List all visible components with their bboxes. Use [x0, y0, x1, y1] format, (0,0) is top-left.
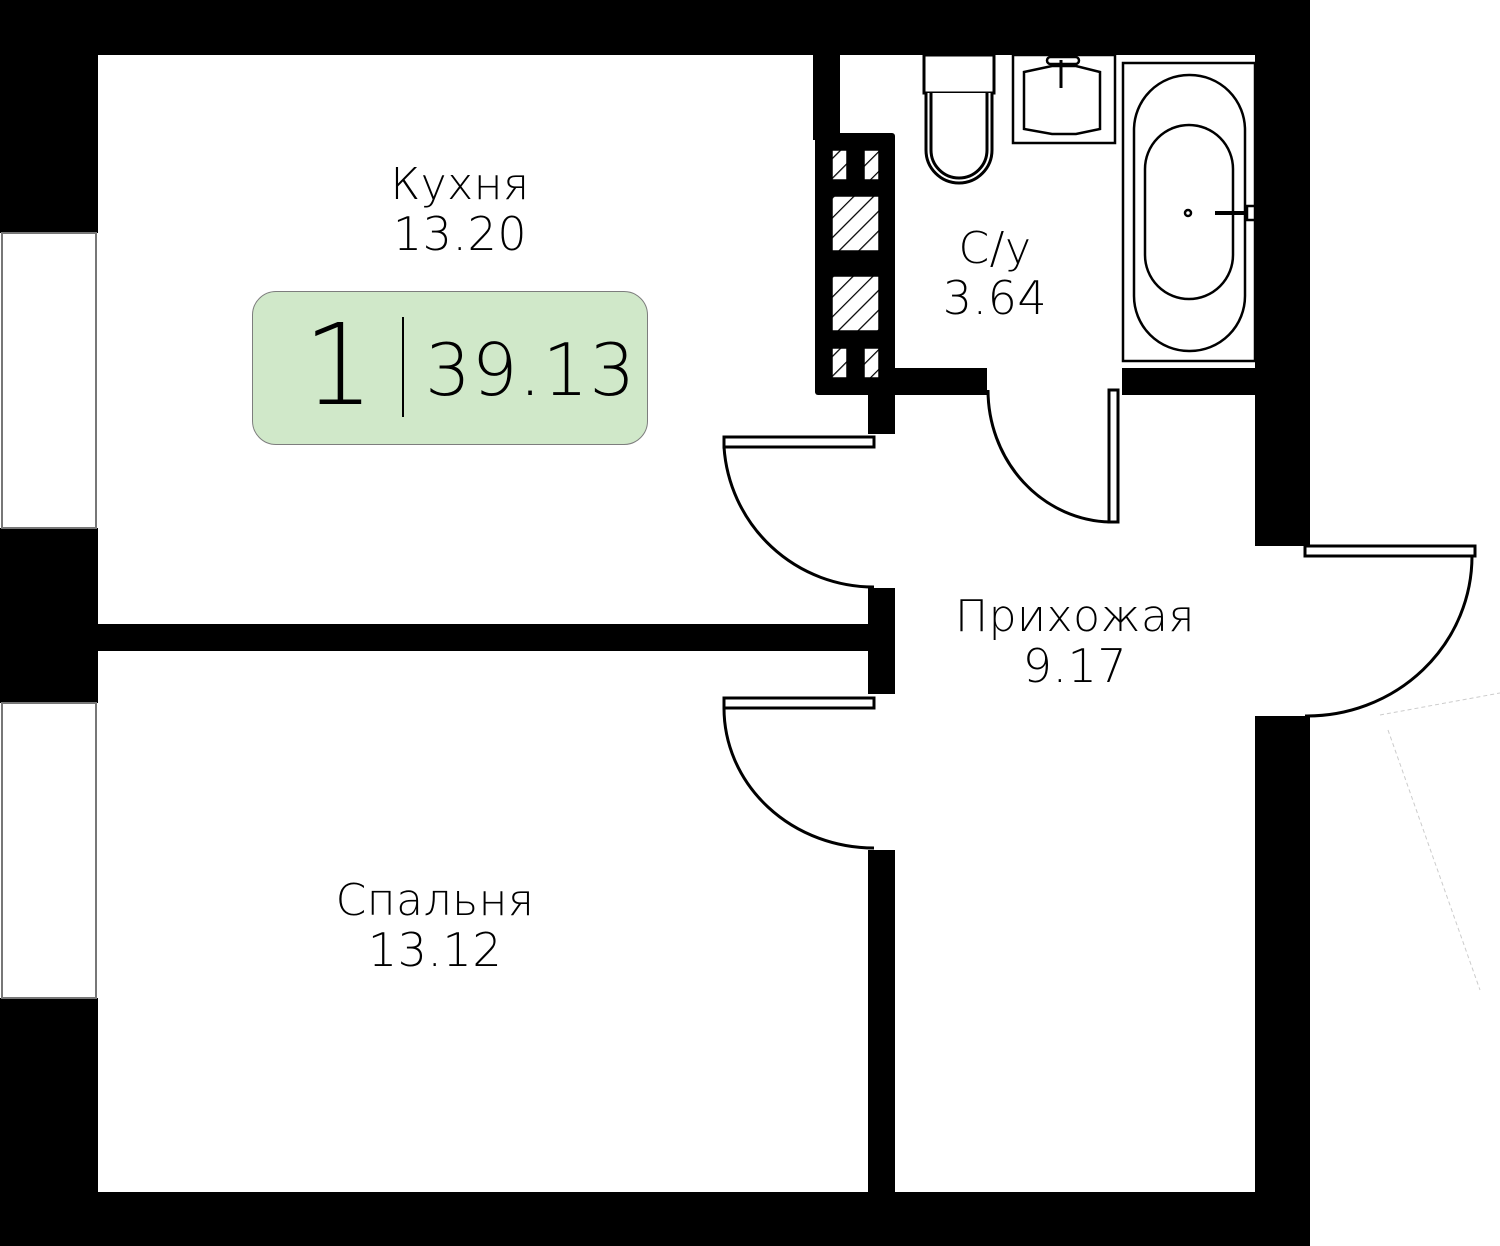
- room-area: 13.12: [367, 923, 503, 978]
- room-name: С/у: [958, 223, 1032, 274]
- toilet-icon: [922, 53, 996, 185]
- window-kitchen: [1, 232, 97, 529]
- outer-walls: [0, 0, 1310, 1246]
- room-area: 13.20: [392, 207, 528, 262]
- room-name: Спальня: [335, 875, 535, 926]
- room-label-kitchen: Кухня 13.20: [330, 160, 590, 261]
- apartment-summary-badge: 1 39.13: [252, 291, 648, 445]
- door-bedroom: [722, 696, 876, 850]
- room-name: Прихожая: [955, 591, 1195, 642]
- total-area: 39.13: [425, 328, 637, 412]
- door-bathroom: [986, 388, 1120, 524]
- room-label-bathroom: С/у 3.64: [905, 224, 1085, 325]
- sink-icon: [1011, 53, 1117, 145]
- guide-lines: [1379, 692, 1500, 991]
- room-label-hallway: Прихожая 9.17: [925, 592, 1225, 693]
- bathtub-icon: [1121, 61, 1257, 363]
- window-bedroom: [1, 702, 97, 999]
- badge-divider: [402, 317, 404, 417]
- rooms-count: 1: [303, 301, 375, 431]
- ventilation-shaft-icon: [831, 149, 880, 379]
- doors: [722, 388, 1477, 850]
- room-area: 3.64: [942, 271, 1048, 326]
- room-area: 9.17: [1022, 639, 1128, 694]
- windows: [1, 232, 97, 999]
- door-kitchen: [722, 435, 876, 589]
- door-entrance: [1303, 544, 1477, 718]
- room-label-bedroom: Спальня 13.12: [300, 876, 570, 977]
- room-name: Кухня: [390, 159, 530, 210]
